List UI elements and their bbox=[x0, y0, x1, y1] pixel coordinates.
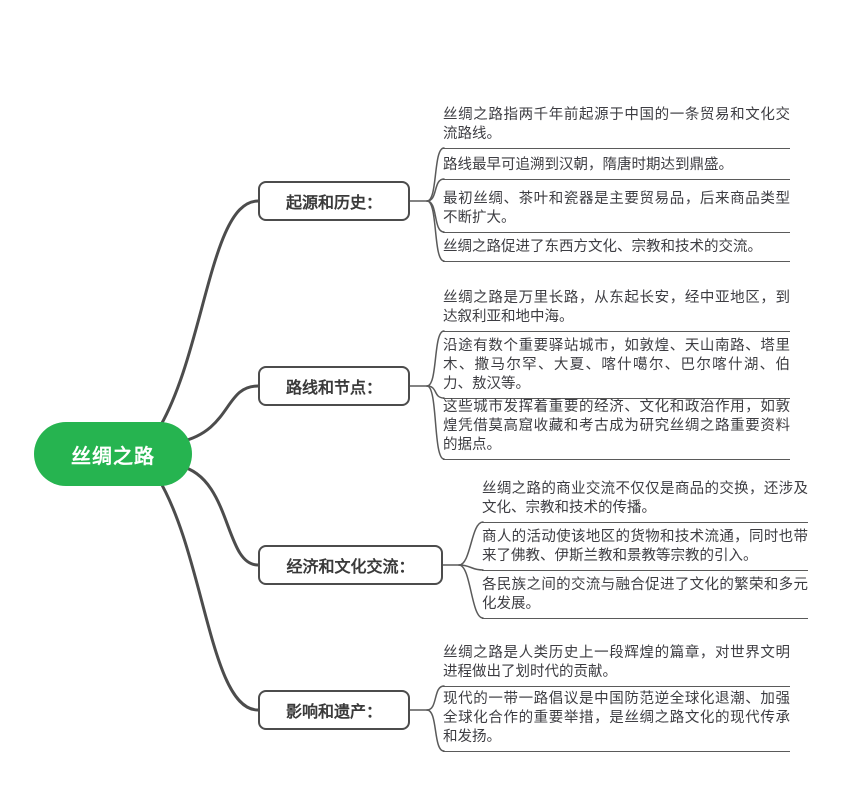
leaf-note[interactable]: 最初丝绸、茶叶和瓷器是主要贸易品，后来商品类型不断扩大。 bbox=[443, 190, 790, 233]
leaf-note[interactable]: 丝绸之路促进了东西方文化、宗教和技术的交流。 bbox=[443, 238, 790, 262]
leaf-note[interactable]: 各民族之间的交流与融合促进了文化的繁荣和多元化发展。 bbox=[482, 576, 808, 619]
leaf-note[interactable]: 沿途有数个重要驿站城市，如敦煌、天山南路、塔里木、撒马尔罕、大夏、喀什噶尔、巴尔… bbox=[443, 337, 790, 399]
branch-economy-culture-exchange[interactable]: 经济和文化交流： bbox=[258, 545, 443, 585]
leaf-note[interactable]: 丝绸之路指两千年前起源于中国的一条贸易和文化交流路线。 bbox=[443, 106, 790, 149]
leaf-note[interactable]: 路线最早可追溯到汉朝，隋唐时期达到鼎盛。 bbox=[443, 156, 790, 180]
root-node-silk-road[interactable]: 丝绸之路 bbox=[34, 422, 192, 486]
leaf-note[interactable]: 丝绸之路是万里长路，从东起长安，经中亚地区，到达叙利亚和地中海。 bbox=[443, 289, 790, 332]
leaf-note[interactable]: 这些城市发挥着重要的经济、文化和政治作用，如敦煌凭借莫高窟收藏和考古成为研究丝绸… bbox=[443, 398, 790, 460]
leaf-note[interactable]: 丝绸之路是人类历史上一段辉煌的篇章，对世界文明进程做出了划时代的贡献。 bbox=[443, 644, 790, 687]
branch-origin-history[interactable]: 起源和历史： bbox=[258, 181, 410, 221]
branch-impact-legacy[interactable]: 影响和遗产： bbox=[258, 690, 410, 730]
branch-routes-nodes[interactable]: 路线和节点： bbox=[258, 366, 410, 406]
leaf-note[interactable]: 丝绸之路的商业交流不仅仅是商品的交换，还涉及文化、宗教和技术的传播。 bbox=[482, 480, 808, 523]
leaf-note[interactable]: 商人的活动使该地区的货物和技术流通，同时也带来了佛教、伊斯兰教和景教等宗教的引入… bbox=[482, 528, 808, 571]
leaf-note[interactable]: 现代的一带一路倡议是中国防范逆全球化退潮、加强全球化合作的重要举措，是丝绸之路文… bbox=[443, 690, 790, 752]
